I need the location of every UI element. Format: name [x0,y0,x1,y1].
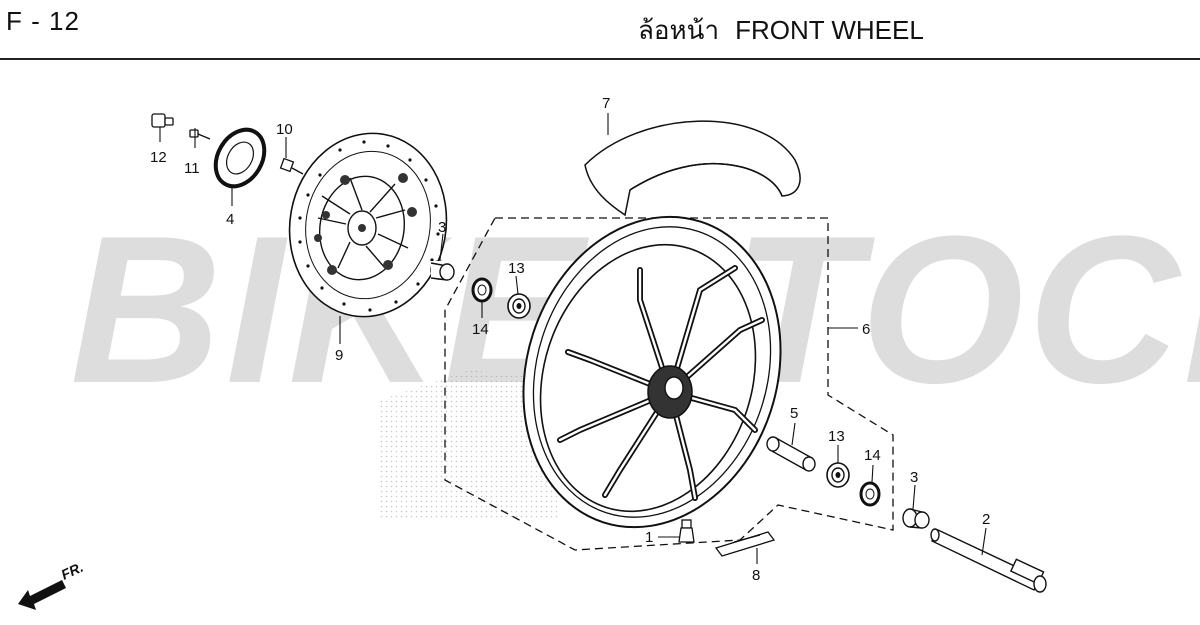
callout-4: 4 [226,211,234,228]
callout-6: 6 [862,321,870,338]
leader-lines [159,113,987,564]
title-thai: ล้อหน้า [638,15,720,45]
distance-collar-part-5 [766,436,816,472]
background-dot-watermark [380,370,560,520]
callout-13-right: 13 [828,428,845,445]
pulser-ring-part-4 [213,127,267,189]
screw-part-11 [189,129,211,140]
dust-seal-part-14-right [859,481,881,507]
bearing-part-13-right [826,462,850,488]
air-valve-part-1 [678,519,695,543]
callout-8: 8 [752,567,760,584]
callout-3-left: 3 [438,219,446,236]
dust-seal-part-14-left [471,277,493,303]
front-direction-indicator: FR. [18,559,86,610]
front-arrow-icon [18,580,66,610]
page-code: F - 12 [6,6,80,36]
front-wheel-part-6 [522,215,782,529]
callout-3-right: 3 [910,469,918,486]
side-collar-part-3-left [430,260,455,281]
callout-1: 1 [645,529,653,546]
callout-10: 10 [276,121,293,138]
front-direction-label: FR. [59,559,86,583]
header-divider [0,58,1200,60]
callout-5: 5 [790,405,798,422]
page-title: ล้อหน้า FRONT WHEEL [638,10,924,51]
callout-numbers: 7 10 12 11 4 3 13 14 9 6 5 13 14 3 2 1 8 [150,95,990,584]
nut-part-12 [151,113,174,128]
brake-disc-part-9 [288,132,448,318]
assembly-dashed-outline [444,217,894,551]
callout-2: 2 [982,511,990,528]
header: F - 12 ล้อหน้า FRONT WHEEL [0,0,1200,60]
side-collar-part-3-right [902,508,930,529]
balance-weight-part-8 [714,531,776,557]
rim-band-part-7 [584,120,801,217]
callout-14-right: 14 [864,447,881,464]
title-english: FRONT WHEEL [735,15,924,45]
callout-12: 12 [150,149,167,166]
disc-bolt-part-10 [279,157,304,175]
callout-11: 11 [184,160,200,177]
bearing-part-13-left [507,293,531,319]
front-axle-part-2 [930,528,1047,593]
callout-14-left: 14 [472,321,489,338]
callout-7: 7 [602,95,610,112]
callout-13-left: 13 [508,260,525,277]
callout-9: 9 [335,347,343,364]
